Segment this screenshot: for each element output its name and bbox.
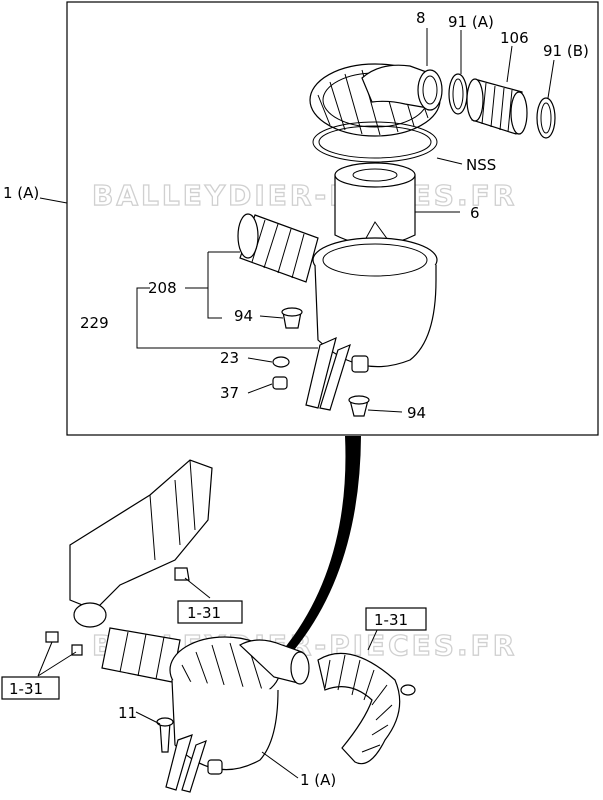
label-ref-1-31-right[interactable]: 1-31 xyxy=(374,611,408,629)
inlet-hose-208 xyxy=(237,213,319,283)
drain-valve xyxy=(351,355,369,373)
watermark-upper: BALLEYDIER-PIECES.FR xyxy=(92,179,517,212)
label-1a-bottom: 1 (A) xyxy=(300,771,336,789)
bracket-lower xyxy=(165,734,223,793)
filter-element-6 xyxy=(334,162,416,246)
label-94-upper: 94 xyxy=(234,307,253,325)
label-208: 208 xyxy=(148,279,177,297)
ref-box-upper xyxy=(177,600,243,624)
label-8: 8 xyxy=(416,9,426,27)
gasket-nss xyxy=(312,121,438,163)
label-ref-1-31-left[interactable]: 1-31 xyxy=(9,680,43,698)
label-106: 106 xyxy=(500,29,529,47)
label-91a: 91 (A) xyxy=(448,13,494,31)
valve-94-upper xyxy=(281,307,303,329)
clamp-91b xyxy=(536,97,556,139)
air-cleaner-body xyxy=(312,237,438,368)
bolt-upper xyxy=(174,567,190,581)
label-ref-1-31-upper[interactable]: 1-31 xyxy=(187,604,221,622)
label-6: 6 xyxy=(470,204,480,222)
bracket-229 xyxy=(305,336,351,411)
nut-23 xyxy=(272,356,290,368)
outlet-hose xyxy=(317,652,416,765)
label-94-lower: 94 xyxy=(407,404,426,422)
label-37: 37 xyxy=(220,384,239,402)
intake-duct-8 xyxy=(361,64,443,111)
valve-94-lower xyxy=(348,395,370,417)
label-1a-main: 1 (A) xyxy=(3,184,39,202)
bolts-left xyxy=(45,631,83,656)
label-91b: 91 (B) xyxy=(543,42,589,60)
ref-box-right xyxy=(365,607,427,631)
label-nss: NSS xyxy=(466,156,496,174)
ref-box-left xyxy=(1,676,60,700)
mounting-bracket xyxy=(69,459,213,628)
connection-arrow xyxy=(255,436,361,686)
detail-frame xyxy=(66,1,599,436)
bolt-11 xyxy=(156,717,174,753)
label-229: 229 xyxy=(80,314,109,332)
grommet-37 xyxy=(272,376,288,390)
label-23: 23 xyxy=(220,349,239,367)
air-cleaner-installed xyxy=(169,636,310,771)
label-11: 11 xyxy=(118,704,137,722)
clamp-91a xyxy=(448,73,468,115)
hose-106 xyxy=(466,78,528,135)
